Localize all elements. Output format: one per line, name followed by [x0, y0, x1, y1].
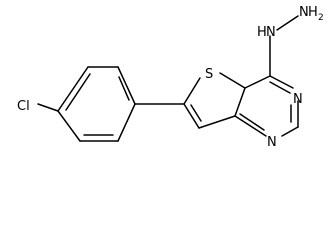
bond [234, 115, 267, 137]
bond [281, 126, 299, 137]
thiophene-ring [183, 72, 246, 129]
bond [117, 66, 136, 105]
bond [57, 66, 89, 112]
double-bond-inner [269, 81, 291, 94]
atom-label-s: S [205, 67, 213, 82]
bond [117, 103, 136, 142]
atom-label-n-bottom: N [267, 135, 277, 150]
double-bond-inner [65, 73, 91, 111]
atom-label-n-top: N [293, 92, 303, 107]
pyrimidine-ring [234, 75, 299, 137]
chlorophenyl-ring [57, 66, 136, 142]
bond [269, 75, 294, 89]
bond [57, 110, 81, 142]
hydrazine-nh-n: N [266, 25, 276, 40]
atom-label-cl: Cl [17, 99, 30, 114]
hydrazine-nh2-h: H [308, 5, 318, 20]
bond [183, 77, 201, 105]
bond [244, 75, 271, 89]
bond [276, 15, 299, 31]
bond [234, 87, 246, 117]
bond [219, 72, 246, 89]
hydrazine-nh2-n: N [299, 5, 309, 20]
double-bond-inner [239, 113, 265, 131]
bond [37, 103, 59, 112]
hydrazine-nh2-subscript: 2 [318, 13, 324, 23]
bond [183, 103, 200, 129]
double-bond-inner [190, 104, 202, 122]
bond [198, 115, 236, 129]
hydrazine-nh-h: H [257, 25, 267, 40]
double-bond-inner [118, 76, 130, 101]
structure-diagram: Cl S N N H N N H 2 [17, 5, 324, 150]
